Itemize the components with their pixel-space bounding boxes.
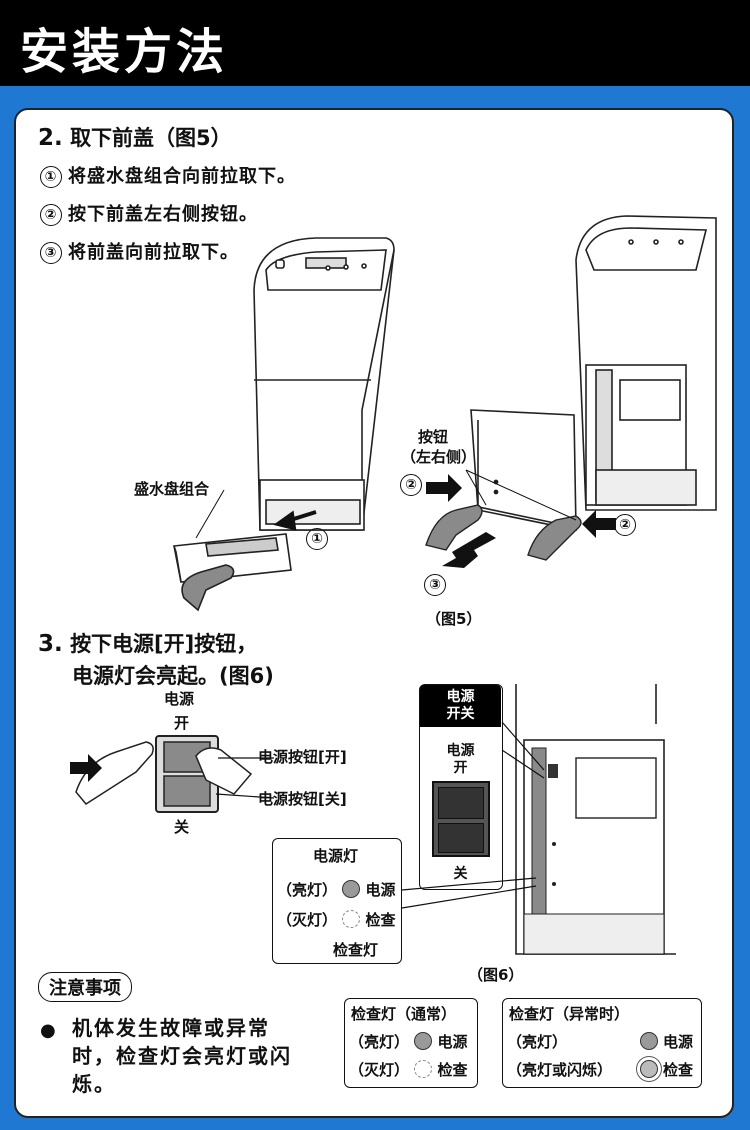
step2-number: 2.	[38, 125, 63, 151]
right-unit-drawing	[575, 215, 717, 511]
step2-item-3: ③ 将前盖向前拉取下。	[40, 238, 239, 264]
arrow-1	[273, 510, 317, 531]
lamp-off-icon	[342, 910, 361, 928]
step3-title-line2: 电源灯会亮起。(图6)	[72, 664, 274, 688]
step2-item-1: ① 将盛水盘组合向前拉取下。	[40, 162, 296, 188]
normal-lamp-row-check-state: （灭灯）	[349, 1061, 410, 1079]
front-cover-drawing	[470, 409, 579, 531]
abnormal-lamp-row-power: （亮灯） 电源	[507, 1031, 697, 1052]
notice-bullet: ●	[40, 1020, 56, 1041]
step2-item-2-text: 按下前盖左右侧按钮。	[68, 204, 258, 225]
normal-power-lamp-icon	[414, 1032, 433, 1050]
lamp-row-check-name: 检查	[365, 911, 396, 929]
switch-on-label: 开	[174, 714, 190, 732]
power-switch-callout: 电源 开关 电源 开 关	[419, 684, 503, 890]
lamp-row-check-state: （灭灯）	[277, 911, 338, 929]
abnormal-lamp-row-check: （亮灯或闪烁） 检查	[507, 1059, 697, 1080]
step3-number: 3.	[38, 631, 63, 657]
figure5-caption: （图5）	[426, 610, 482, 628]
water-tray-drawing	[173, 533, 292, 612]
power-switch-drawing	[70, 735, 275, 813]
lamp-on-icon	[342, 880, 361, 898]
marker-1-text: ①	[306, 528, 328, 550]
step2-title: 取下前盖（图5）	[70, 126, 232, 150]
arrow-2a	[426, 474, 462, 502]
figure6-unit-drawing	[515, 684, 676, 955]
arrow-2b	[582, 510, 616, 538]
marker-3-text: ③	[424, 574, 446, 596]
page-header: 安装方法	[0, 0, 750, 86]
lamp-callout: 电源灯 （亮灯） 电源 （灭灯） 检查 检查灯	[272, 838, 402, 964]
abnormal-lamp-row-check-state: （亮灯或闪烁）	[507, 1061, 613, 1079]
abnormal-lamp-row-check-name: 检查	[662, 1061, 693, 1079]
abnormal-lamp-box: 检查灯（异常时） （亮灯） 电源 （亮灯或闪烁） 检查	[502, 998, 702, 1088]
normal-lamp-title: 检查灯（通常）	[351, 1005, 457, 1023]
marker-3: ③	[424, 574, 452, 596]
figure5-illustration	[173, 215, 717, 612]
lamp-callout-bottom: 检查灯	[333, 941, 379, 959]
marker-2a: ②	[400, 474, 428, 496]
page-title: 安装方法	[20, 24, 229, 80]
normal-lamp-row-check: （灭灯） 检查	[349, 1059, 468, 1080]
figure6-caption: （图6）	[468, 966, 524, 984]
abnormal-lamp-row-power-name: 电源	[662, 1033, 693, 1051]
abnormal-check-lamp-blink-icon	[639, 1060, 658, 1078]
power-switch-callout-header: 电源 开关	[420, 685, 501, 727]
step3-title-line1: 按下电源[开]按钮，	[70, 632, 258, 656]
switch-off-label: 关	[174, 818, 190, 836]
normal-lamp-row-power-state: （亮灯）	[349, 1033, 410, 1051]
lamp-callout-title: 电源灯	[313, 847, 359, 865]
abnormal-lamp-row-power-state: （亮灯）	[507, 1033, 568, 1051]
lamp-row-power: （亮灯） 电源	[277, 879, 396, 900]
marker-2a-text: ②	[400, 474, 422, 496]
step2-item-2-num: ②	[40, 204, 62, 226]
marker-2b: ②	[614, 514, 642, 536]
tray-label: 盛水盘组合	[134, 480, 210, 498]
lamp-row-power-state: （亮灯）	[277, 881, 338, 899]
notice-text: 机体发生故障或异常时，检查灯会亮灯或闪烁。	[72, 1016, 292, 1096]
power-switch-callout-label: 电源 开	[446, 743, 475, 776]
abnormal-power-lamp-icon	[639, 1032, 658, 1050]
marker-1: ①	[306, 528, 334, 550]
step2-item-1-num: ①	[40, 166, 62, 188]
normal-lamp-row-check-name: 检查	[437, 1061, 468, 1079]
marker-2b-text: ②	[614, 514, 636, 536]
normal-lamp-row-power-name: 电源	[437, 1033, 468, 1051]
step2-item-2: ② 按下前盖左右侧按钮。	[40, 200, 258, 226]
button-sides-label: （左右侧）	[401, 448, 477, 466]
switch-top-label: 电源	[164, 690, 195, 708]
step2-item-3-text: 将前盖向前拉取下。	[68, 242, 239, 263]
lamp-row-check: （灭灯） 检查	[277, 909, 396, 930]
left-unit-drawing	[253, 237, 395, 531]
step2-heading: 2. 取下前盖（图5）	[38, 122, 232, 152]
power-switch-callout-off: 关	[453, 866, 468, 882]
power-switch-callout-button	[432, 781, 490, 857]
abnormal-lamp-title: 检查灯（异常时）	[509, 1005, 630, 1023]
lamp-row-power-name: 电源	[365, 881, 396, 899]
normal-lamp-row-power: （亮灯） 电源	[349, 1031, 468, 1052]
arrow-3	[442, 532, 496, 568]
step2-item-3-num: ③	[40, 242, 62, 264]
normal-check-lamp-icon	[414, 1060, 433, 1078]
normal-lamp-box: 检查灯（通常） （亮灯） 电源 （灭灯） 检查	[344, 998, 478, 1088]
hands-drawing	[425, 504, 582, 561]
switch-on-button-label: 电源按钮[开]	[258, 748, 347, 766]
notice-title: 注意事项	[38, 972, 132, 1002]
step3-heading: 3. 按下电源[开]按钮，	[38, 628, 257, 658]
step2-item-1-text: 将盛水盘组合向前拉取下。	[68, 166, 296, 187]
switch-off-button-label: 电源按钮[关]	[258, 790, 347, 808]
button-label: 按钮	[418, 428, 449, 446]
